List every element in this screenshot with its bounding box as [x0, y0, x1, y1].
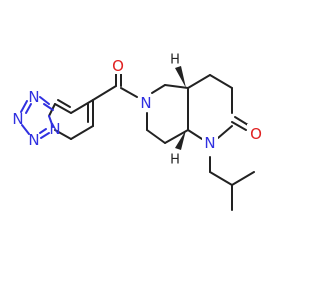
- bond-tz-n3-nf: [40, 132, 50, 139]
- atom-labels: O N H H N O N N N N: [12, 53, 263, 168]
- bond-ch2-ch: [209, 171, 233, 186]
- bond-c8-c8a: [164, 129, 189, 144]
- bond-py-c3-c4: [70, 125, 94, 140]
- bond-c4-c3: [209, 74, 233, 89]
- atom-label-o-carbonyl: O: [112, 57, 124, 75]
- atom-label-h-top: H: [170, 53, 180, 68]
- bond-tz-c-n1: [39, 96, 50, 105]
- bond-py-c1-cf: [54, 103, 72, 114]
- atom-label-n-tetrazole-1: N: [28, 88, 39, 106]
- bond-tz-c-n1-inner: [43, 103, 54, 111]
- bond-tz-n1-n2: [20, 100, 28, 113]
- atom-label-n-tetrazole-fused: N: [49, 120, 60, 138]
- bond-c7-c8: [146, 129, 166, 144]
- bond-py-c4-n: [54, 129, 72, 140]
- bond-fused-n: [48, 115, 54, 128]
- wedge-h-bottom: [175, 130, 186, 150]
- bond-c4a-c4: [187, 74, 211, 89]
- bond-tz-n3-nf-inner: [39, 128, 47, 134]
- atom-label-o-lactam: O: [250, 125, 262, 143]
- bond-tz-n1-n2-inner: [25, 103, 32, 114]
- bond-c2-o-2: [234, 116, 249, 126]
- atom-label-n-tetrazole-3: N: [28, 131, 39, 149]
- bond-py-c1-c2: [70, 99, 94, 114]
- bond-carbonyl-n: [120, 87, 138, 98]
- bonds: [20, 66, 255, 211]
- atom-label-n-lactam: N: [204, 134, 215, 152]
- bond-c2-o: [231, 121, 247, 131]
- bond-py-c1-cf-inner: [57, 99, 71, 108]
- molecule-structure-diagram: O N H H N O N N N N: [12, 53, 263, 211]
- atom-label-n-amide: N: [140, 94, 151, 112]
- atom-label-n-tetrazole-2: N: [12, 110, 23, 128]
- bond-ch-ch3a: [231, 171, 255, 186]
- bond-c5-c4a: [164, 84, 189, 89]
- bond-c8a-n1: [187, 129, 203, 140]
- bond-n1-c2: [217, 125, 233, 139]
- wedge-h-top: [175, 66, 186, 88]
- bond-tz-n2-n3: [21, 124, 30, 135]
- bond-py-carbonyl: [92, 85, 117, 101]
- bond-n6-c5: [151, 84, 166, 94]
- atom-label-h-bottom: H: [170, 153, 180, 168]
